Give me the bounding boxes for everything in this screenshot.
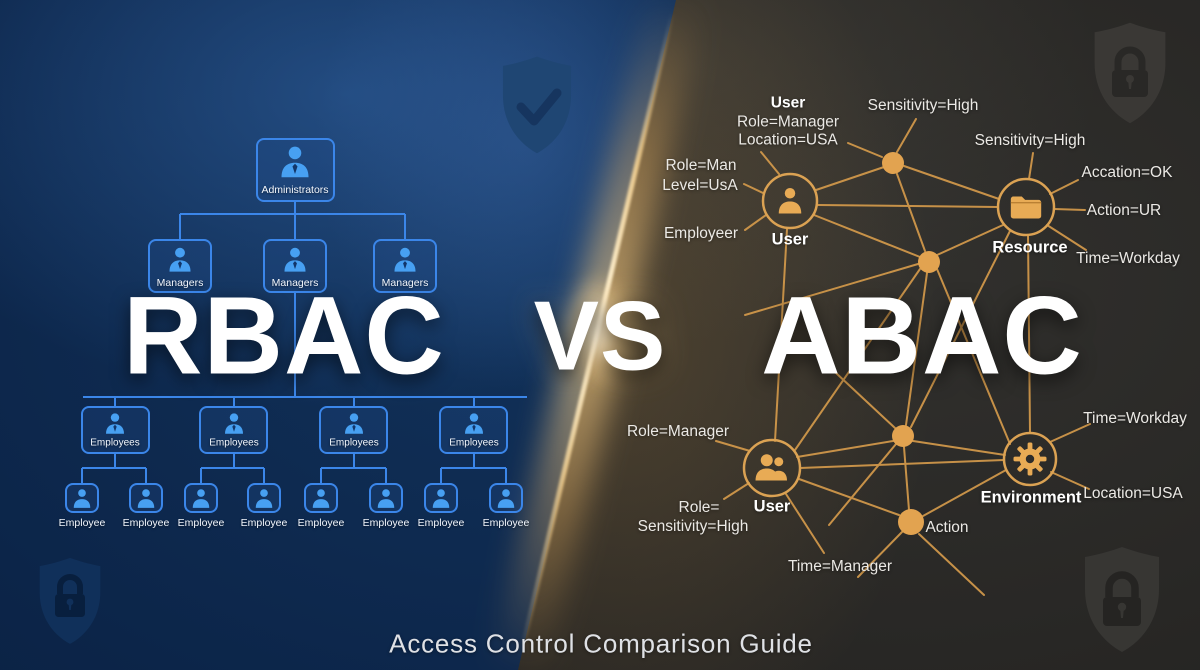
- org-box-employee: [489, 483, 523, 513]
- people-icon: [755, 454, 787, 481]
- attribute-node: [918, 251, 940, 273]
- org-label-employees: Employees: [90, 437, 140, 449]
- org-connectors: [81, 201, 527, 484]
- attribute-label: Employeer: [663, 225, 739, 242]
- network-junction-nodes: [882, 152, 940, 535]
- attribute-label: Role=Man: [665, 157, 737, 174]
- org-label-employees: Employees: [209, 437, 259, 449]
- org-box-employee: [424, 483, 458, 513]
- network-edges: [715, 118, 1091, 596]
- user-attribute-block: User Role=Manager Location=USA: [708, 94, 868, 150]
- title-abac: ABAC: [761, 274, 1083, 398]
- attribute-node: [892, 425, 914, 447]
- org-label-employee: Employee: [58, 517, 106, 529]
- org-label-employee: Employee: [417, 517, 465, 529]
- attribute-label: Sensitivity=High: [637, 518, 749, 535]
- org-label-employee: Employee: [297, 517, 345, 529]
- org-box-employee: [129, 483, 163, 513]
- org-box-employee: [65, 483, 99, 513]
- attribute-label: Location=USA: [738, 131, 838, 149]
- attribute-label: Role=Manager: [736, 112, 840, 130]
- caption-text: Access Control Comparison Guide: [389, 628, 813, 659]
- attribute-label: Level=UsA: [662, 177, 738, 194]
- attribute-label: Time=Workday: [1083, 410, 1187, 427]
- action-node: [898, 509, 924, 535]
- attribute-label: User: [770, 94, 806, 112]
- org-box-employee: [247, 483, 281, 513]
- user-node-circle: [742, 438, 802, 498]
- attribute-label: Role=: [678, 499, 720, 516]
- attribute-label: Sensitivity=High: [974, 132, 1086, 149]
- org-label-employees: Employees: [449, 437, 499, 449]
- rbac-org-chart: [65, 138, 527, 513]
- shield-check-icon: [502, 56, 572, 154]
- attribute-label: Accation=OK: [1081, 164, 1173, 181]
- person-icon: [778, 188, 802, 214]
- resource-node-circle: [996, 177, 1056, 237]
- org-label-employee: Employee: [240, 517, 288, 529]
- shield-lock-icon: [1094, 22, 1166, 124]
- org-label-employees: Employees: [329, 437, 379, 449]
- org-label-employee: Employee: [482, 517, 530, 529]
- folder-icon: [1010, 196, 1042, 219]
- user-node-circle: [761, 172, 819, 230]
- attribute-node: [882, 152, 904, 174]
- org-label-managers: Managers: [156, 277, 204, 289]
- org-box-employee: [304, 483, 338, 513]
- attribute-label: Time=Manager: [787, 558, 893, 575]
- org-label-employee: Employee: [122, 517, 170, 529]
- title-rbac: RBAC: [123, 274, 445, 398]
- attribute-label: Sensitivity=High: [867, 97, 979, 114]
- environment-node-circle: [1002, 431, 1058, 487]
- shield-lock-icon: [1085, 547, 1159, 652]
- org-label-employee: Employee: [362, 517, 410, 529]
- org-label-managers: Managers: [271, 277, 319, 289]
- network-entity-nodes: [742, 172, 1058, 498]
- title-vs: VS: [533, 280, 667, 391]
- abac-network: [715, 118, 1091, 596]
- divider-glow-flare: [553, 250, 643, 410]
- node-label-environment: Environment: [980, 488, 1082, 507]
- node-label-resource: Resource: [992, 238, 1068, 257]
- node-label-user: User: [771, 230, 809, 249]
- attribute-label: Role=Manager: [626, 423, 730, 440]
- org-box-employee: [184, 483, 218, 513]
- org-label-administrators: Administrators: [261, 184, 329, 196]
- attribute-label: Time=Workday: [1076, 250, 1180, 267]
- org-label-managers: Managers: [381, 277, 429, 289]
- attribute-label: Location=USA: [1083, 485, 1183, 502]
- shield-lock-icon: [39, 557, 101, 644]
- gear-icon: [1013, 442, 1047, 476]
- org-label-employee: Employee: [177, 517, 225, 529]
- node-label-user: User: [753, 497, 791, 516]
- attribute-label: Action=UR: [1086, 202, 1162, 219]
- node-label-action: Action: [925, 519, 969, 536]
- org-box-employee: [369, 483, 403, 513]
